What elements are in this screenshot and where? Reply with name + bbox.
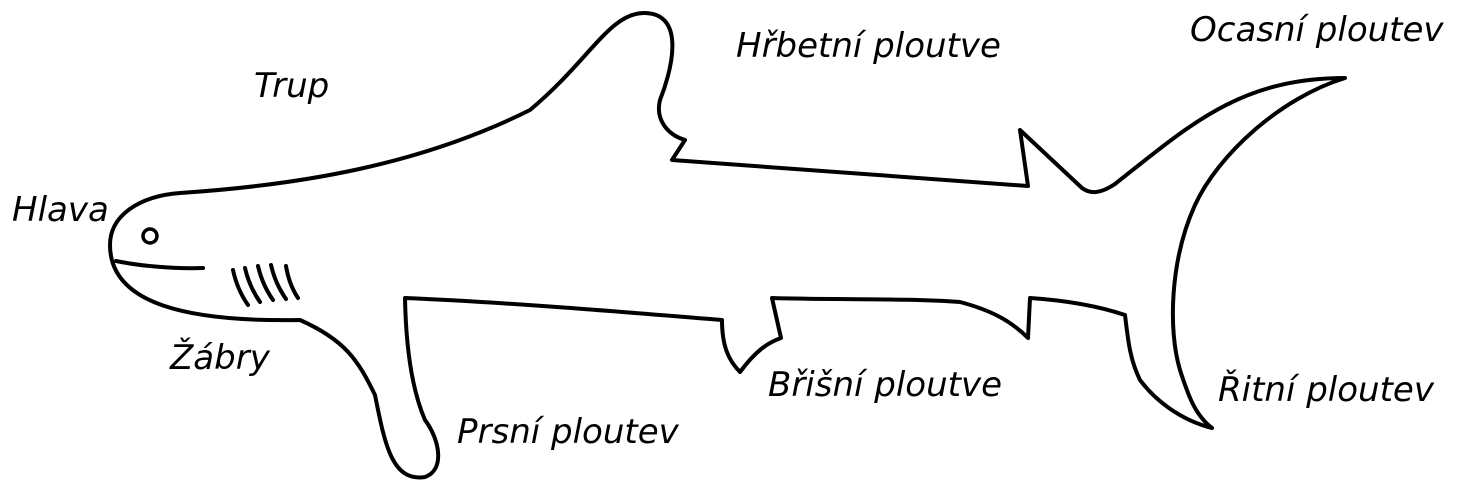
gill-slits	[231, 263, 300, 307]
mouth-line	[114, 259, 205, 271]
label-ocasni-ploutev: Ocasní ploutev	[1190, 10, 1444, 50]
label-prsni-ploutev: Prsní ploutev	[457, 412, 679, 452]
label-hlava: Hlava	[12, 190, 109, 230]
label-hrbetni-ploutve: Hřbetní ploutve	[736, 26, 1001, 66]
shark-body-outline	[108, 10, 1347, 480]
eye	[141, 227, 159, 245]
label-zabry: Žábry	[170, 338, 270, 378]
label-trup: Trup	[254, 66, 330, 106]
label-brisni-ploutve: Břišní ploutve	[768, 365, 1003, 405]
label-ritni-ploutev: Řitní ploutev	[1218, 370, 1434, 410]
